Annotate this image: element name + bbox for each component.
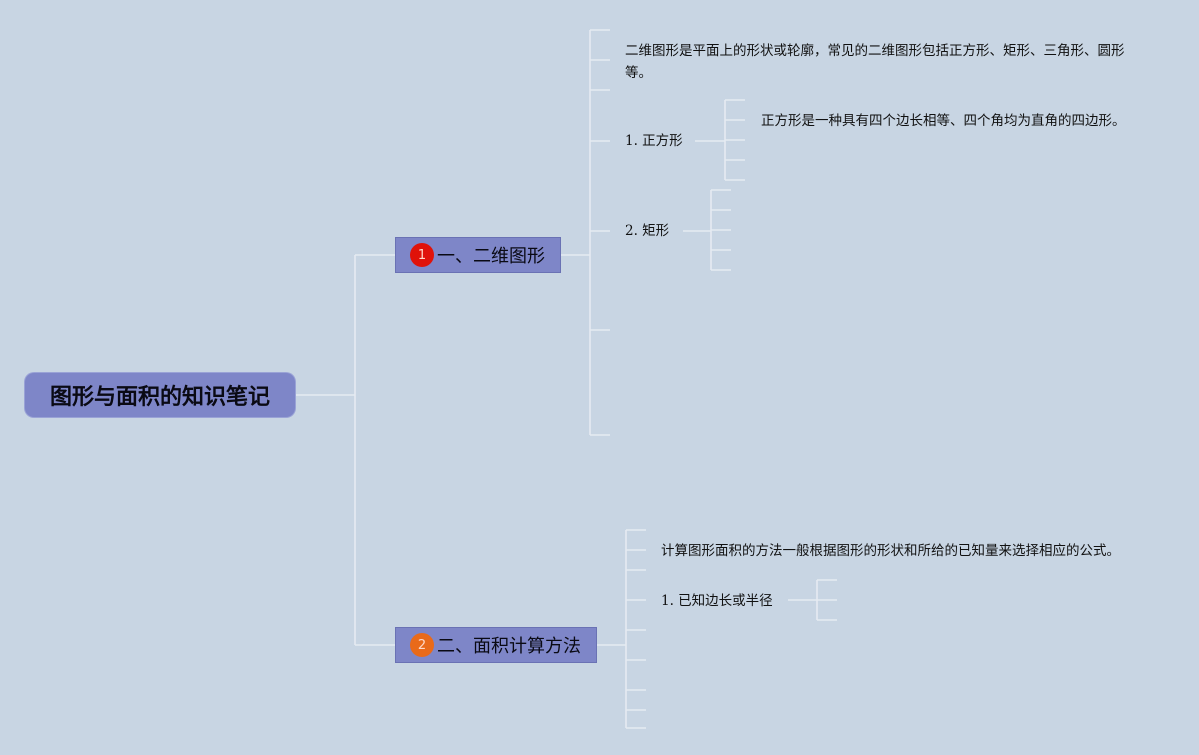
branch1-connector <box>560 29 610 436</box>
branch-title: 一、二维图形 <box>437 246 545 267</box>
topic-known-side[interactable]: 1. 已知边长或半径 <box>661 593 773 609</box>
badge-number-icon: 1 <box>410 243 434 267</box>
branch2-intro[interactable]: 计算图形面积的方法一般根据图形的形状和所给的已知量来选择相应的公式。 <box>661 543 1120 559</box>
badge-number-icon: 2 <box>410 633 434 657</box>
branch-title: 二、面积计算方法 <box>437 636 581 657</box>
root-connector <box>295 254 395 646</box>
root-topic[interactable]: 图形与面积的知识笔记 <box>25 373 295 417</box>
topic-rectangle[interactable]: 2. 矩形 <box>625 223 670 239</box>
known-side-connector <box>788 579 837 621</box>
square-connector <box>695 99 745 181</box>
root-title: 图形与面积的知识笔记 <box>49 385 270 410</box>
branch-2d-shapes[interactable]: 1 一、二维图形 <box>395 237 561 273</box>
branch1-intro[interactable]: 二维图形是平面上的形状或轮廓，常见的二维图形包括正方形、矩形、三角形、圆形等。 <box>625 43 1125 81</box>
branch2-connector <box>596 529 646 729</box>
topic-square[interactable]: 1. 正方形 <box>625 133 683 149</box>
branch-area-methods[interactable]: 2 二、面积计算方法 <box>395 627 597 663</box>
rectangle-connector <box>683 189 731 271</box>
topic-square-detail[interactable]: 正方形是一种具有四个边长相等、四个角均为直角的四边形。 <box>761 113 1126 129</box>
